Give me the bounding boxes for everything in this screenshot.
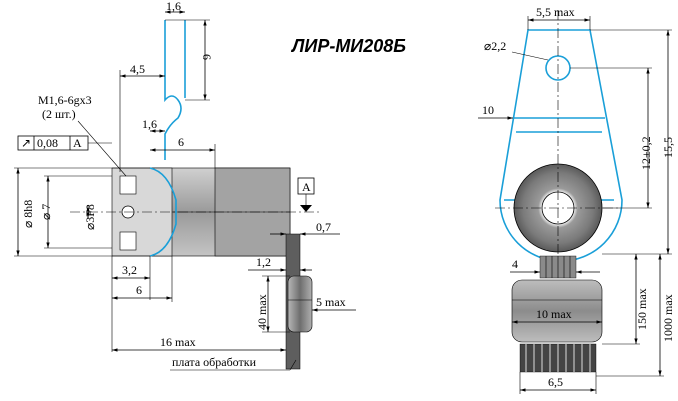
dim-total-height: 15,5 xyxy=(661,137,675,158)
processing-board xyxy=(287,275,313,333)
tolerance-datum: A xyxy=(73,136,82,150)
thread-hole-bottom xyxy=(119,231,137,251)
dim-arm-len: 10 xyxy=(482,103,494,117)
dim-cable-width: 5 max xyxy=(316,295,346,309)
dim-dia-outer: ⌀ 8h8 xyxy=(21,200,35,228)
dim-top-height: 6 xyxy=(200,54,214,60)
dim-dia-bore: ⌀3F8 xyxy=(83,204,97,230)
dim-dia-mid: ⌀ 7 xyxy=(39,204,53,220)
dim-dia-hole: ⌀2,2 xyxy=(484,39,506,53)
board xyxy=(511,279,603,343)
dim-cable-height: 40 max xyxy=(255,294,269,330)
dim-1000: 1000 max xyxy=(661,294,675,342)
thread-count: (2 шт.) xyxy=(42,107,76,121)
right-view: 5,5 max ⌀2,2 10 12±0,2 15,5 4 10 max 150… xyxy=(478,5,675,394)
flange-contour xyxy=(149,167,177,257)
connector xyxy=(519,343,597,373)
board-label: плата обработки xyxy=(172,355,257,369)
dim-board: 10 max xyxy=(536,307,572,321)
dim-total: 16 max xyxy=(160,335,196,349)
thread-label: М1,6-6gx3 xyxy=(38,93,92,107)
dim-cable-offset: 1,2 xyxy=(256,255,271,269)
drawing-title: ЛИР-МИ208Б xyxy=(290,36,406,56)
dim-center: 12±0,2 xyxy=(639,136,653,170)
left-view: ↗ 0,08 A A 1,6 6 4,5 М1,6-6gx3 (2 шт.) 1… xyxy=(14,0,356,371)
tolerance-value: 0,08 xyxy=(37,136,58,150)
dim-base: 6 xyxy=(136,283,142,297)
dim-cable-w: 4 xyxy=(512,257,518,271)
dim-offset: 4,5 xyxy=(130,62,145,76)
dim-connector: 6,5 xyxy=(548,375,563,389)
dim-body-len: 6 xyxy=(178,135,184,149)
holder-arm-contour xyxy=(164,20,182,160)
tolerance-symbol: ↗ xyxy=(21,136,31,150)
cable-wires xyxy=(539,255,577,279)
thread-hole-top xyxy=(119,175,137,195)
dim-flange: 3,2 xyxy=(122,263,137,277)
dim-step: 1,6 xyxy=(142,117,157,131)
dim-cable-gap: 0,7 xyxy=(316,220,331,234)
datum-label: A xyxy=(302,180,311,194)
dim-top-width: 1,6 xyxy=(166,0,181,13)
datum-triangle xyxy=(300,205,312,212)
dim-150: 150 max xyxy=(635,288,649,330)
dim-top: 5,5 max xyxy=(536,5,575,19)
